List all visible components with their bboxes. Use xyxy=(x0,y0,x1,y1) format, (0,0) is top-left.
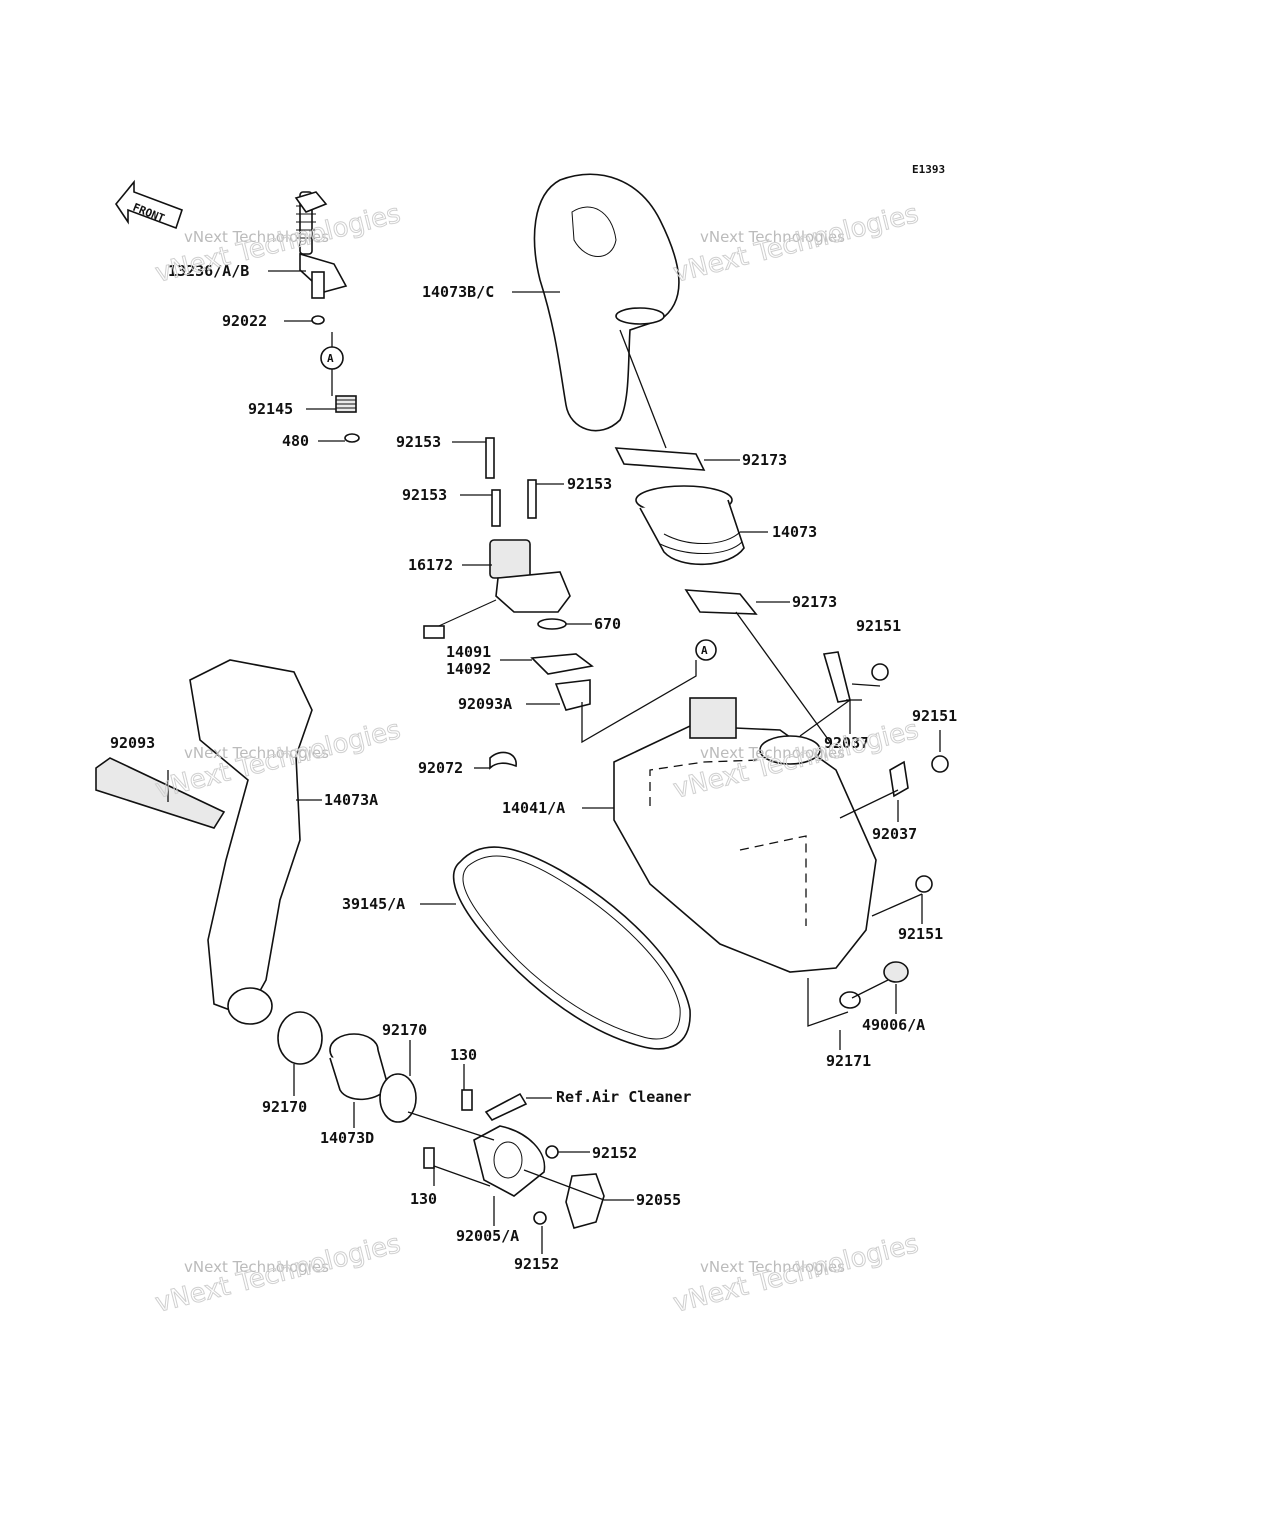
o-ring-670 xyxy=(537,618,567,630)
foam-92093 xyxy=(95,757,226,829)
label-92145: 92145 xyxy=(248,400,293,418)
bracket-92037-b xyxy=(889,760,909,798)
bolt-92153-c xyxy=(527,479,537,519)
watermark-bottom-left: vNext Technologies vNext Technologies xyxy=(152,1228,404,1319)
watermark-bottom-right: vNext Technologies vNext Technologies xyxy=(670,1228,922,1319)
label-92153-a: 92153 xyxy=(396,433,441,451)
bracket-92037-a xyxy=(822,651,851,703)
gasket-92093a xyxy=(554,679,591,711)
label-130-a: 130 xyxy=(450,1046,477,1064)
gasket-92173-top xyxy=(614,447,706,471)
label-92072: 92072 xyxy=(418,759,463,777)
label-14073bc: 14073B/C xyxy=(422,283,494,301)
label-13236: 13236/A/B xyxy=(168,262,249,280)
bolt-130-b xyxy=(423,1147,435,1169)
boot-14073 xyxy=(635,485,745,566)
label-92022: 92022 xyxy=(222,312,267,330)
watermark-text: vNext Technologies xyxy=(184,1258,329,1276)
label-92153-c: 92153 xyxy=(567,475,612,493)
bolt-92153-b xyxy=(491,489,501,527)
front-arrow-icon: FRONT xyxy=(115,179,184,230)
watermark-text: vNext Technologies xyxy=(184,228,329,246)
belt-39145 xyxy=(452,846,691,1050)
clip-92171 xyxy=(839,991,861,1009)
label-92152-a: 92152 xyxy=(592,1144,637,1162)
label-92037-a: 92037 xyxy=(824,734,869,752)
clamp-92170-b xyxy=(379,1073,417,1123)
label-92151-c: 92151 xyxy=(898,925,943,943)
label-92093: 92093 xyxy=(110,734,155,752)
label-92055: 92055 xyxy=(636,1191,681,1209)
plate-14091 xyxy=(530,653,594,675)
callout-a-cover xyxy=(695,639,717,661)
clip-480 xyxy=(344,433,360,443)
label-92093a: 92093A xyxy=(458,695,512,713)
watermark-text: vNext Technologies xyxy=(700,744,845,762)
bolt-92153-a xyxy=(485,437,495,479)
watermark-text: vNext Technologies xyxy=(184,744,329,762)
damper-49006 xyxy=(883,961,909,983)
label-92173-b: 92173 xyxy=(792,593,837,611)
callout-a-cover-letter: A xyxy=(701,644,708,657)
label-670: 670 xyxy=(594,615,621,633)
leader-lines xyxy=(167,270,941,1254)
label-14041: 14041/A xyxy=(502,799,565,817)
watermark-top-right: vNext Technologies vNext Technologies xyxy=(670,198,922,289)
washer-92022 xyxy=(311,315,325,325)
label-16172: 16172 xyxy=(408,556,453,574)
label-480: 480 xyxy=(282,432,309,450)
clip-92072 xyxy=(489,751,517,770)
label-14073: 14073 xyxy=(772,523,817,541)
callout-a-lever-letter: A xyxy=(327,352,334,365)
diagram-code: E1393 xyxy=(912,163,945,176)
gasket-92173-bottom xyxy=(684,589,758,615)
watermark-top-left: vNext Technologies vNext Technologies xyxy=(152,198,404,289)
spring-92145 xyxy=(335,395,357,413)
label-14092: 14092 xyxy=(446,660,491,678)
watermark-text: vNext Technologies xyxy=(700,228,845,246)
connector-ref xyxy=(484,1092,528,1122)
hose-14073d xyxy=(329,1033,389,1101)
label-39145: 39145/A xyxy=(342,895,405,913)
dashed-guide xyxy=(649,759,807,926)
servo-motor-16172 xyxy=(423,539,571,639)
duct-adapter-92005 xyxy=(473,1125,546,1197)
label-92037-b: 92037 xyxy=(872,825,917,843)
bolt-92151-c xyxy=(915,875,933,893)
label-92151-a: 92151 xyxy=(856,617,901,635)
gasket-92055 xyxy=(565,1173,605,1229)
bolt-92151-b xyxy=(931,755,949,773)
label-92153-b: 92153 xyxy=(402,486,447,504)
label-92170-b: 92170 xyxy=(262,1098,307,1116)
duct-14073a xyxy=(189,659,313,1025)
label-ref-air-cleaner: Ref.Air Cleaner xyxy=(556,1088,691,1106)
label-14073a: 14073A xyxy=(324,791,378,809)
label-92152-b: 92152 xyxy=(514,1255,559,1273)
label-92151-b: 92151 xyxy=(912,707,957,725)
label-92173-a: 92173 xyxy=(742,451,787,469)
label-92170-a: 92170 xyxy=(382,1021,427,1039)
nut-92152-b xyxy=(533,1211,547,1225)
label-92005: 92005/A xyxy=(456,1227,519,1245)
bolt-92151-a xyxy=(871,663,889,681)
label-92171: 92171 xyxy=(826,1052,871,1070)
label-14091: 14091 xyxy=(446,643,491,661)
bolt-130-a xyxy=(461,1089,473,1111)
label-14073d: 14073D xyxy=(320,1129,374,1147)
label-49006: 49006/A xyxy=(862,1016,925,1034)
watermark-text: vNext Technologies xyxy=(700,1258,845,1276)
duct-14073bc xyxy=(533,173,680,432)
nut-92152-a xyxy=(545,1145,559,1159)
clamp-92170-a xyxy=(277,1011,323,1065)
label-130-b: 130 xyxy=(410,1190,437,1208)
lever-assembly-13236 xyxy=(294,191,348,299)
